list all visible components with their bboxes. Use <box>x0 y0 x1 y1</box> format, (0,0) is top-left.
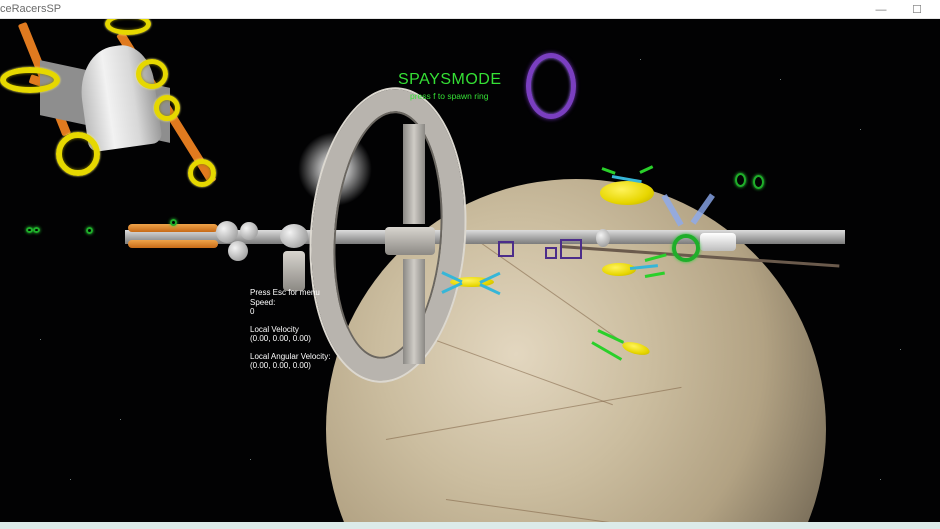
hud-angular-velocity-value: (0.00, 0.00, 0.00) <box>250 361 311 370</box>
hud-speed-label: Speed: <box>250 297 276 307</box>
minimize-button[interactable]: — <box>875 3 887 16</box>
hud-local-velocity-label: Local Velocity <box>250 324 299 334</box>
planet-surface-line <box>405 329 613 406</box>
maximize-button[interactable]: ☐ <box>912 4 922 16</box>
spacer <box>250 344 331 352</box>
yellow-ring <box>154 95 180 121</box>
fuel-tank <box>128 224 218 232</box>
green-race-ring <box>33 227 40 233</box>
yellow-drone <box>600 181 654 205</box>
title-bar[interactable]: ceRacersSP — ☐ <box>0 0 940 19</box>
star <box>250 459 251 460</box>
purple-race-ring <box>526 53 576 119</box>
hud-mode-title: SPAYSMODE <box>398 71 502 88</box>
hud-mode-hint: press f to spawn ring <box>410 91 489 101</box>
star <box>780 79 781 80</box>
star <box>70 479 71 480</box>
hud-local-velocity-value: (0.00, 0.00, 0.00) <box>250 334 311 343</box>
yellow-ring <box>0 67 60 93</box>
fuel-tank <box>128 240 218 248</box>
yellow-drone <box>450 277 494 287</box>
station-spoke-bottom <box>403 259 425 364</box>
yellow-ring <box>136 59 168 89</box>
star <box>120 419 121 420</box>
drone-arm <box>601 167 616 175</box>
structure-frame <box>498 241 514 257</box>
planet-surface-line <box>445 499 684 522</box>
yellow-ring <box>105 19 151 35</box>
station-sphere <box>596 229 610 247</box>
sun-glow <box>295 129 375 209</box>
station-hub <box>385 227 435 255</box>
station-spoke-top <box>403 124 425 224</box>
taskbar-strip <box>0 522 940 529</box>
spacer <box>250 317 331 325</box>
yellow-ring <box>188 159 216 187</box>
window-title: ceRacersSP <box>0 3 62 15</box>
structure-frame <box>545 247 557 259</box>
green-race-ring <box>26 227 33 233</box>
green-race-ring <box>753 175 764 189</box>
star <box>640 59 641 60</box>
green-race-ring <box>86 227 93 234</box>
drone-arm <box>639 165 654 174</box>
yellow-drone <box>602 263 636 276</box>
green-race-ring <box>170 219 177 226</box>
star <box>900 349 901 350</box>
star <box>880 479 881 480</box>
station-column <box>283 251 305 291</box>
station-sphere <box>240 222 258 240</box>
planet-surface-line <box>385 386 682 440</box>
game-viewport[interactable]: SPAYSMODE press f to spawn ring Press Es… <box>0 19 940 522</box>
star <box>40 339 41 340</box>
green-race-ring <box>672 234 700 262</box>
green-race-ring <box>735 173 746 187</box>
hud-info-panel: Press Esc for menu Speed: 0 Local Veloci… <box>250 288 331 371</box>
yellow-ring <box>56 132 100 176</box>
station-sphere <box>228 241 248 261</box>
hud-speed-value: 0 <box>250 307 255 316</box>
station-module <box>700 233 736 251</box>
hud-menu-hint: Press Esc for menu <box>250 288 320 297</box>
hud-angular-velocity-label: Local Angular Velocity: <box>250 351 331 361</box>
star <box>860 129 861 130</box>
station-sphere <box>280 224 308 248</box>
structure-frame <box>560 239 582 259</box>
station-sphere <box>216 221 238 243</box>
